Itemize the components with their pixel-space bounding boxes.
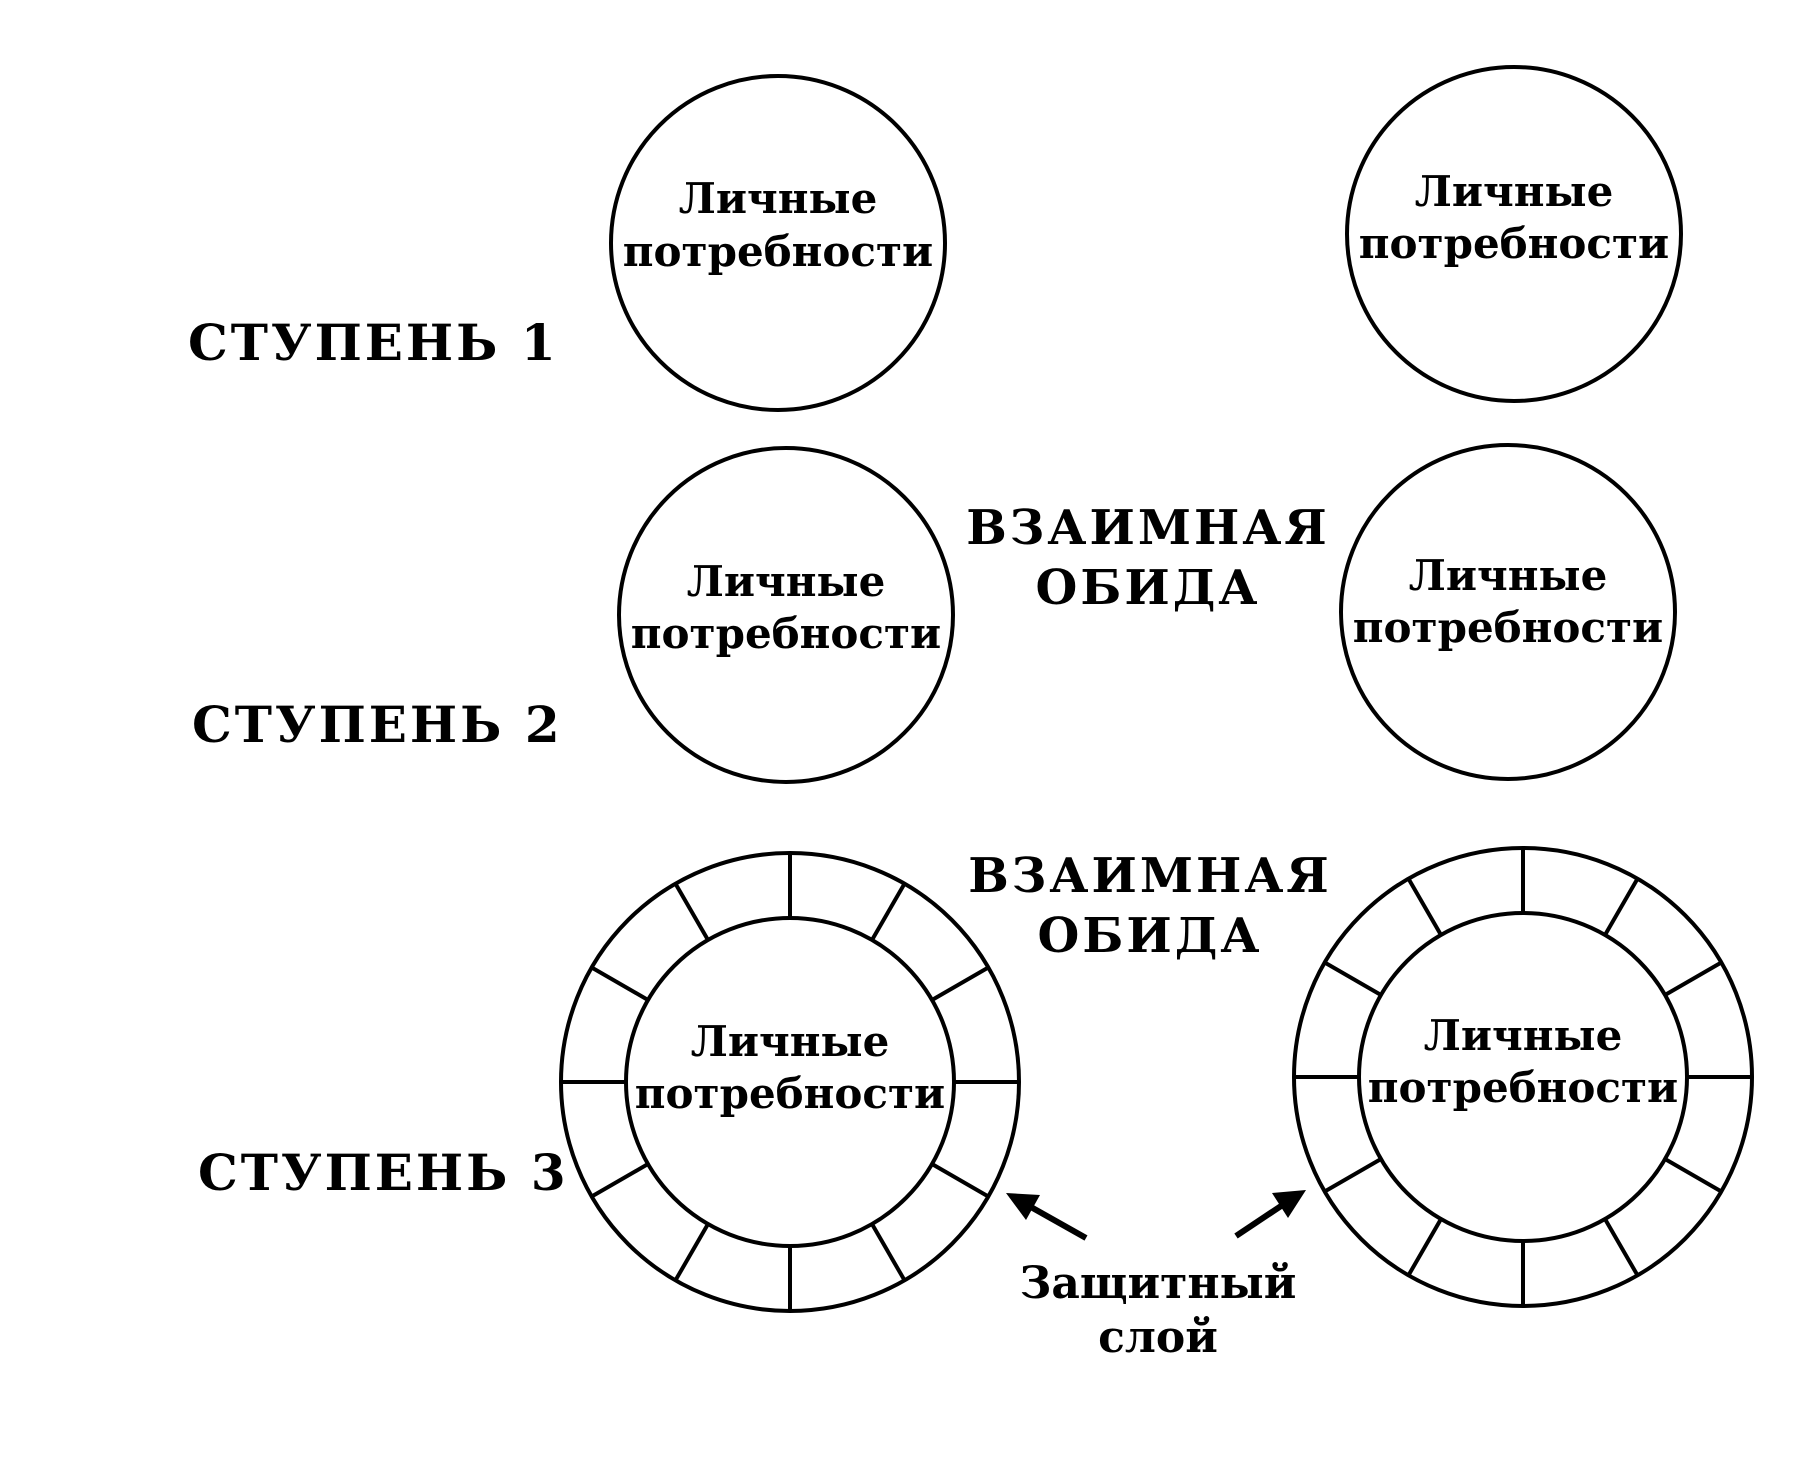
stage-3-right-circle-line-1: Личные: [1424, 1011, 1623, 1060]
arrow-to-right-layer: [1234, 1190, 1306, 1239]
stage-3-right-protective-layer-segments: [1294, 848, 1752, 1306]
arrow-to-left-layer-head: [1006, 1193, 1040, 1220]
stage-3-right-ringed-circle: Личные потребности: [1292, 846, 1754, 1308]
stage-2-left-circle: Личные потребности: [617, 446, 955, 784]
stage-2-right-circle-line-1: Личные: [1409, 551, 1608, 600]
stage-1-left-circle-line-2: потребности: [623, 227, 933, 276]
stage-1-left-circle-line-1: Личные: [679, 174, 878, 223]
layer-segment-divider: [1406, 877, 1443, 936]
layer-segment-divider: [1323, 960, 1382, 997]
layer-segment-divider: [673, 1223, 710, 1282]
arrow-to-right-layer-head: [1272, 1190, 1306, 1218]
protective-layer-label-line-1: Защитный: [1020, 1258, 1297, 1309]
stage-3-between-line-2: ОБИДА: [1038, 908, 1263, 964]
stage-3-left-circle-line-1: Личные: [691, 1017, 890, 1066]
layer-segment-divider: [1664, 1157, 1723, 1194]
layer-segment-divider: [1603, 877, 1640, 936]
layer-segment-divider: [870, 1223, 907, 1282]
stage-3-between-label: ВЗАИМНАЯ ОБИДА: [968, 848, 1332, 964]
layer-segment-divider: [931, 1162, 990, 1199]
stage-2-right-circle-outline: [1339, 443, 1677, 781]
layer-segment-divider: [870, 882, 907, 941]
layer-segment-divider: [673, 882, 710, 941]
layer-segment-divider: [931, 965, 990, 1002]
stage-1-right-circle-line-1: Личные: [1415, 167, 1614, 216]
stage-1-label: СТУПЕНЬ 1: [188, 313, 559, 372]
protective-layer-label: Защитный слой: [1020, 1258, 1297, 1363]
layer-segment-divider: [1323, 1157, 1382, 1194]
arrow-to-left-layer: [1006, 1193, 1088, 1241]
stage-2-right-circle-line-2: потребности: [1353, 603, 1663, 652]
stage-3-left-protective-layer-segments: [561, 853, 1019, 1311]
stage-2-left-circle-outline: [617, 446, 955, 784]
stage-3-right-circle-line-2: потребности: [1368, 1063, 1678, 1112]
stage-2-left-circle-line-2: потребности: [631, 609, 941, 658]
stage-1-right-circle: Личные потребности: [1345, 65, 1683, 403]
stage-1-right-circle-outline: [1345, 65, 1683, 403]
stage-1-left-circle-outline: [609, 74, 947, 412]
stage-2-between-line-2: ОБИДА: [1036, 560, 1261, 616]
layer-segment-divider: [1664, 960, 1723, 997]
stage-2-left-circle-line-1: Личные: [687, 557, 886, 606]
stage-2-between-label: ВЗАИМНАЯ ОБИДА: [966, 500, 1330, 616]
stage-2-label: СТУПЕНЬ 2: [192, 695, 563, 754]
layer-segment-divider: [590, 965, 649, 1002]
stage-3-left-ringed-circle: Личные потребности: [559, 851, 1021, 1313]
stage-3-left-circle-line-2: потребности: [635, 1069, 945, 1118]
protective-layer-label-line-2: слой: [1098, 1312, 1218, 1363]
stage-3-between-line-1: ВЗАИМНАЯ: [968, 848, 1332, 904]
stage-3-label: СТУПЕНЬ 3: [198, 1143, 569, 1202]
layer-segment-divider: [590, 1162, 649, 1199]
layer-segment-divider: [1406, 1218, 1443, 1277]
stage-2-between-line-1: ВЗАИМНАЯ: [966, 500, 1330, 556]
stage-1-right-circle-line-2: потребности: [1359, 219, 1669, 268]
layer-segment-divider: [1603, 1218, 1640, 1277]
stage-2-right-circle: Личные потребности: [1339, 443, 1677, 781]
stage-1-left-circle: Личные потребности: [609, 74, 947, 412]
